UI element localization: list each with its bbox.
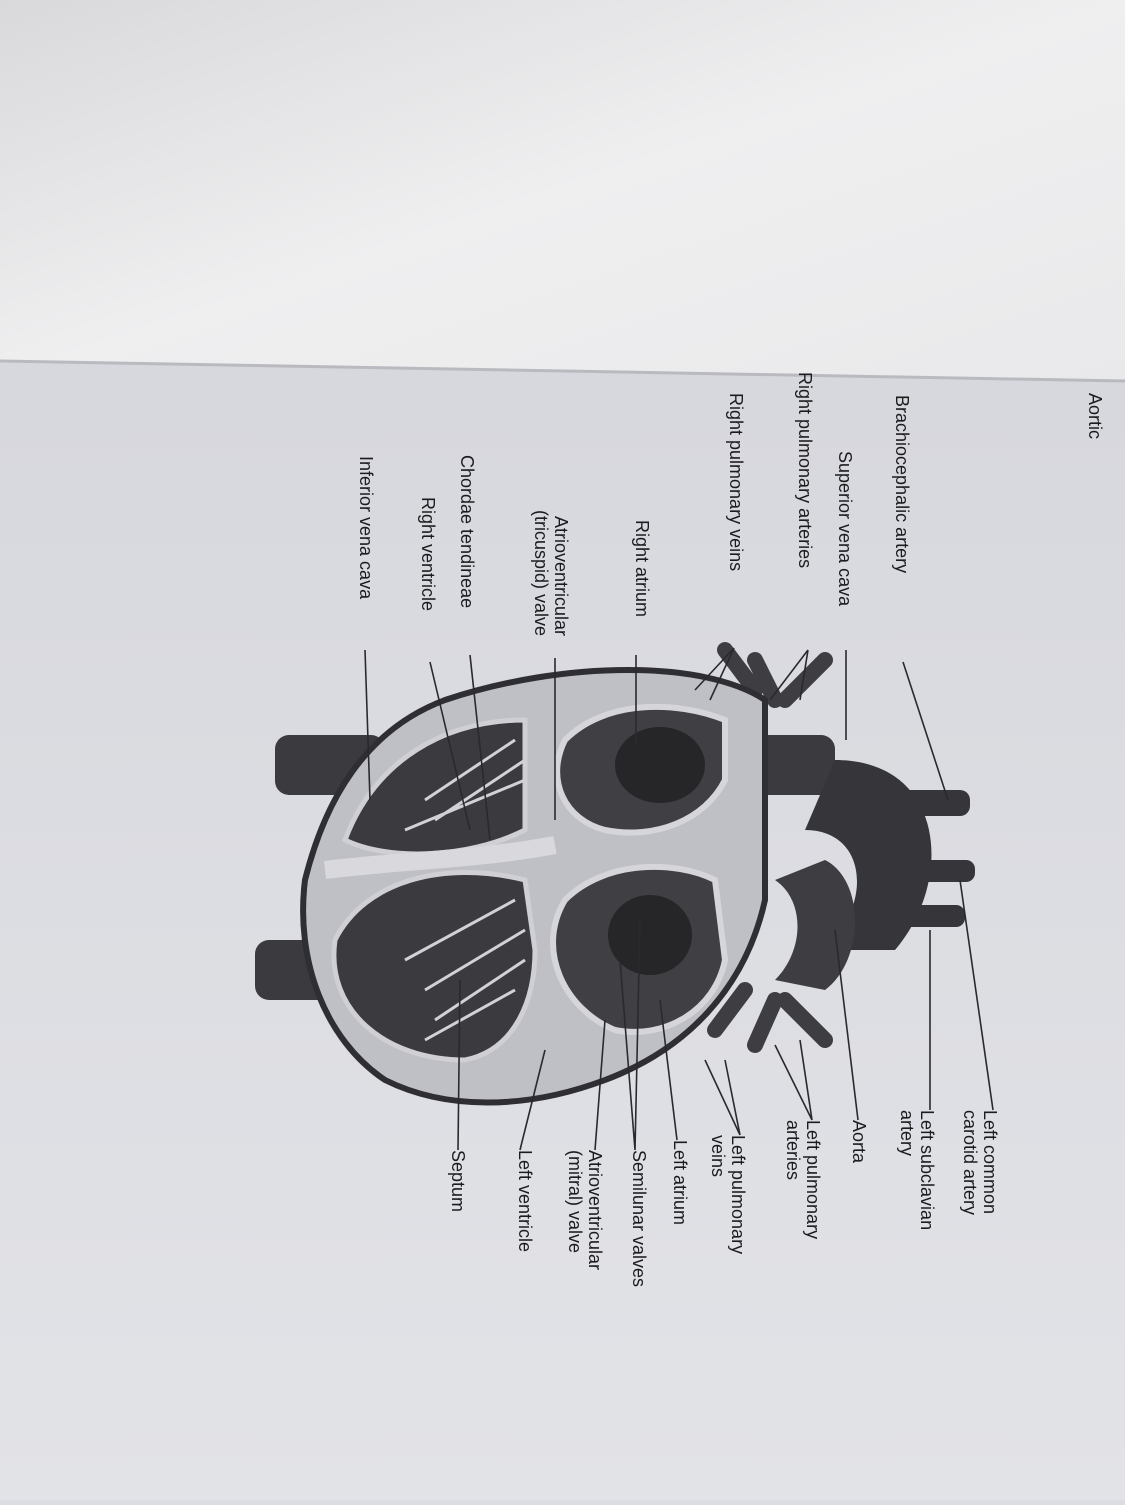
label-aorta: Aorta [849, 1120, 869, 1164]
label-mitral-valve: Atrioventricular(mitral) valve [565, 1150, 605, 1271]
left-common-carotid-shape [905, 860, 975, 882]
label-right-pulmonary-veins: Right pulmonary veins [726, 393, 746, 572]
leader-la [659, 999, 678, 1141]
label-superior-vena-cava: Superior vena cava [835, 451, 855, 607]
label-semilunar-valves: Semilunar valves [629, 1150, 649, 1288]
leader-chordae [469, 654, 491, 841]
pulmonary-trunk-shape [775, 860, 855, 990]
left-subclavian-shape [895, 905, 965, 927]
chordae-strands [404, 738, 526, 1042]
page-header-text: Aortic [1085, 393, 1105, 440]
leader-lpv [704, 1059, 741, 1136]
left-atrium-opening [608, 895, 692, 975]
label-left-ventricle: Left ventricle [515, 1150, 535, 1253]
leader-rpv [694, 647, 735, 701]
label-right-pulmonary-arteries: Right pulmonary arteries [795, 372, 815, 569]
leader-rpa [769, 649, 809, 701]
leader-aorta [834, 929, 859, 1121]
leader-mitral [594, 1019, 606, 1151]
leader-lines [364, 647, 994, 1151]
leader-ivc [364, 649, 371, 801]
left-ventricle-shape [331, 870, 538, 1063]
leader-brachiocephalic [902, 661, 949, 801]
label-chordae-tendineae: Chordae tendineae [457, 455, 477, 609]
leader-semilunar [619, 919, 641, 1151]
label-tricuspid-valve: Atrioventricular(tricuspid) valve [531, 510, 571, 637]
leader-septum [457, 979, 461, 1151]
brachiocephalic-shape [900, 790, 970, 816]
right-atrium-opening [615, 727, 705, 803]
label-left-atrium: Left atrium [670, 1140, 690, 1226]
left-pulmonary-branches [707, 982, 833, 1053]
leader-lcca [959, 879, 994, 1111]
label-right-ventricle: Right ventricle [418, 497, 438, 612]
leader-rv [429, 661, 471, 831]
septum-shape [323, 836, 557, 879]
leader-lv [519, 1049, 546, 1151]
page-edge-shadow [0, 359, 1125, 383]
label-inferior-vena-cava: Inferior vena cava [356, 456, 376, 600]
label-septum: Septum [448, 1150, 468, 1213]
label-brachiocephalic-artery: Brachiocephalic artery [892, 395, 912, 574]
upper-page [0, 0, 1125, 380]
aortic-arch-shape [805, 760, 932, 950]
label-right-atrium: Right atrium [632, 520, 652, 618]
leader-lpa [774, 1039, 813, 1121]
